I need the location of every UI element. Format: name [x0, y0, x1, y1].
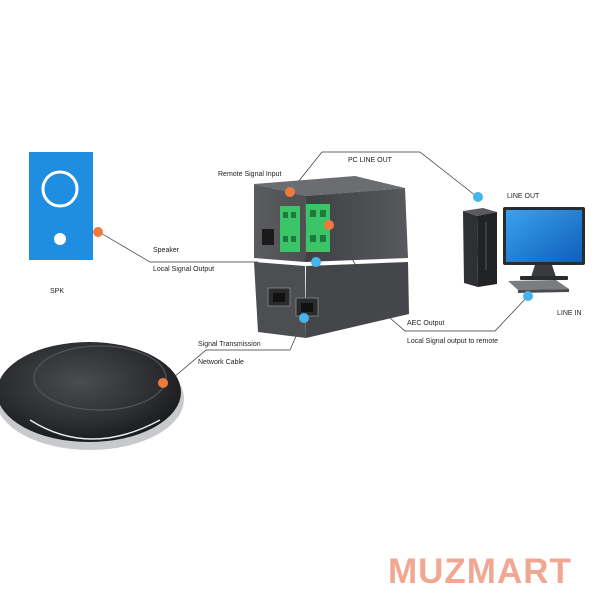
network-cable-label: Network Cable [198, 359, 244, 366]
line-out-label: LINE OUT [507, 193, 540, 200]
blue-markers [299, 192, 533, 323]
marker-speaker-output [93, 227, 103, 237]
signal-transmission-label: Signal Transmission [198, 341, 261, 348]
local-signal-output-label: Local Signal Output [153, 266, 215, 273]
conference-microphone-icon [0, 342, 184, 450]
pc-line-out-line [289, 151, 477, 197]
marker-microphone [158, 378, 168, 388]
local-signal-output-to-remote-label: Local Signal output to remote [407, 338, 499, 345]
monitor-icon [503, 207, 585, 280]
line-in-label: LINE IN [557, 310, 582, 317]
marker-network-port [299, 313, 309, 323]
aec-output-label: AEC Output [407, 320, 445, 327]
marker-local-signal-output [311, 257, 321, 267]
watermark-logo: MUZMART [388, 552, 572, 591]
pc-line-out-label: PC LINE OUT [348, 157, 392, 164]
speaker-icon [29, 152, 93, 260]
marker-aec-output [324, 220, 334, 230]
orange-markers [93, 187, 334, 388]
speaker-line [98, 231, 258, 263]
remote-signal-input-label: Remote Signal Input [218, 171, 282, 178]
keyboard-icon [508, 280, 569, 293]
marker-pc-line-out [473, 192, 483, 202]
processor-box-icon [254, 176, 409, 338]
marker-pc-line-in [523, 291, 533, 301]
marker-remote-signal-input [285, 187, 295, 197]
speaker-label: Speaker [153, 247, 180, 254]
spk-label: SPK [50, 288, 65, 295]
pc-tower-icon [463, 208, 497, 287]
